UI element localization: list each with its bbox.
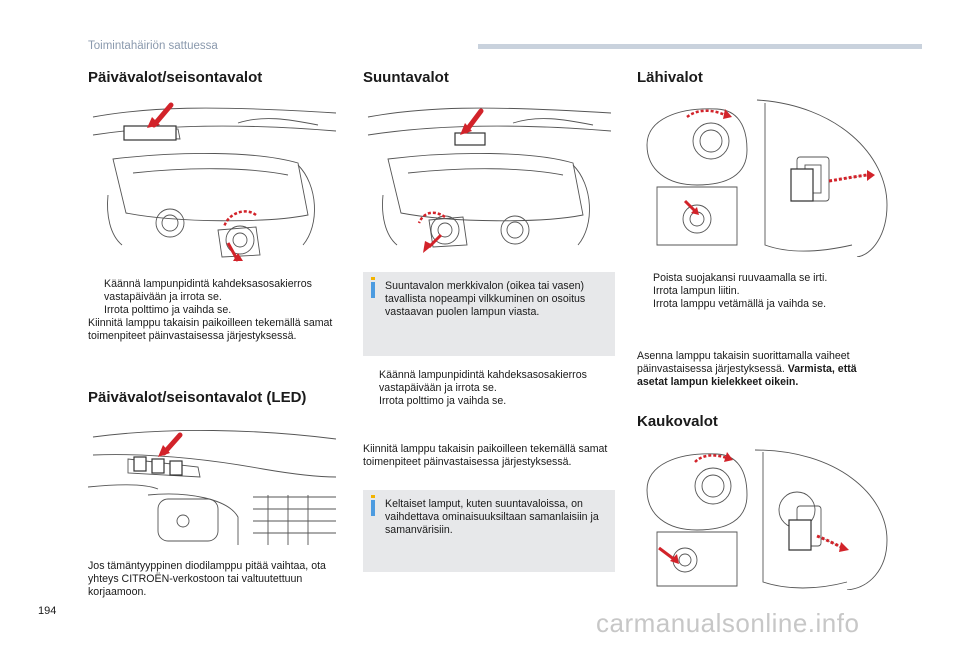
heading-daytime-lights: Päivävalot/seisontavalot (88, 69, 263, 86)
steps-low-beam: Poista suojakansi ruuvaamalla se irti. I… (637, 272, 889, 311)
heading-low-beam: Lähivalot (637, 69, 703, 86)
reassembly-note: Kiinnitä lamppu takaisin paikoilleen tek… (363, 443, 608, 468)
list-item: Käännä lampunpidintä kahdeksasosakierros… (379, 369, 587, 394)
illustration-turn-signal (363, 95, 615, 263)
section-title: Toimintahäiriön sattuessa (88, 40, 218, 52)
illustration-high-beam (637, 440, 889, 590)
header-bar (478, 44, 922, 49)
heading-high-beam: Kaukovalot (637, 413, 718, 430)
reassembly-note: Kiinnitä lamppu takaisin paikoilleen tek… (88, 317, 333, 342)
illustration-daytime-lamp (88, 95, 340, 263)
list-item: Irrota polttimo ja vaihda se. (379, 395, 507, 407)
info-box-flashing: Suuntavalon merkkivalon (oikea tai vasen… (363, 272, 615, 356)
page-number: 194 (38, 605, 57, 617)
list-item: Käännä lampunpidintä kahdeksasosakierros… (104, 278, 312, 303)
illustration-led-lamp (88, 417, 340, 547)
info-icon (371, 495, 375, 516)
low-beam-note: Asenna lamppu takaisin suorittamalla vai… (637, 350, 857, 388)
low-beam-warning: Varmista, että asetat lampun kielekkeet … (637, 363, 857, 388)
heading-daytime-led: Päivävalot/seisontavalot (LED) (88, 389, 307, 406)
steps-turn-signal: Käännä lampunpidintä kahdeksasosakierros… (363, 369, 615, 408)
list-item: Irrota lampun liitin. (653, 285, 740, 297)
list-item: Irrota lamppu vetämällä ja vaihda se. (653, 298, 827, 310)
list-item: Irrota polttimo ja vaihda se. (104, 304, 232, 316)
illustration-low-beam (637, 95, 889, 257)
list-item: Poista suojakansi ruuvaamalla se irti. (653, 272, 828, 284)
led-note: Jos tämäntyyppinen diodilamppu pitää vai… (88, 560, 326, 598)
heading-turn-signals: Suuntavalot (363, 69, 449, 86)
info-icon (371, 277, 375, 298)
info-box-yellow-bulbs: Keltaiset lamput, kuten suuntavaloissa, … (363, 490, 615, 572)
watermark: carmanualsonline.info (596, 608, 860, 638)
steps-daytime: Käännä lampunpidintä kahdeksasosakierros… (88, 278, 340, 343)
